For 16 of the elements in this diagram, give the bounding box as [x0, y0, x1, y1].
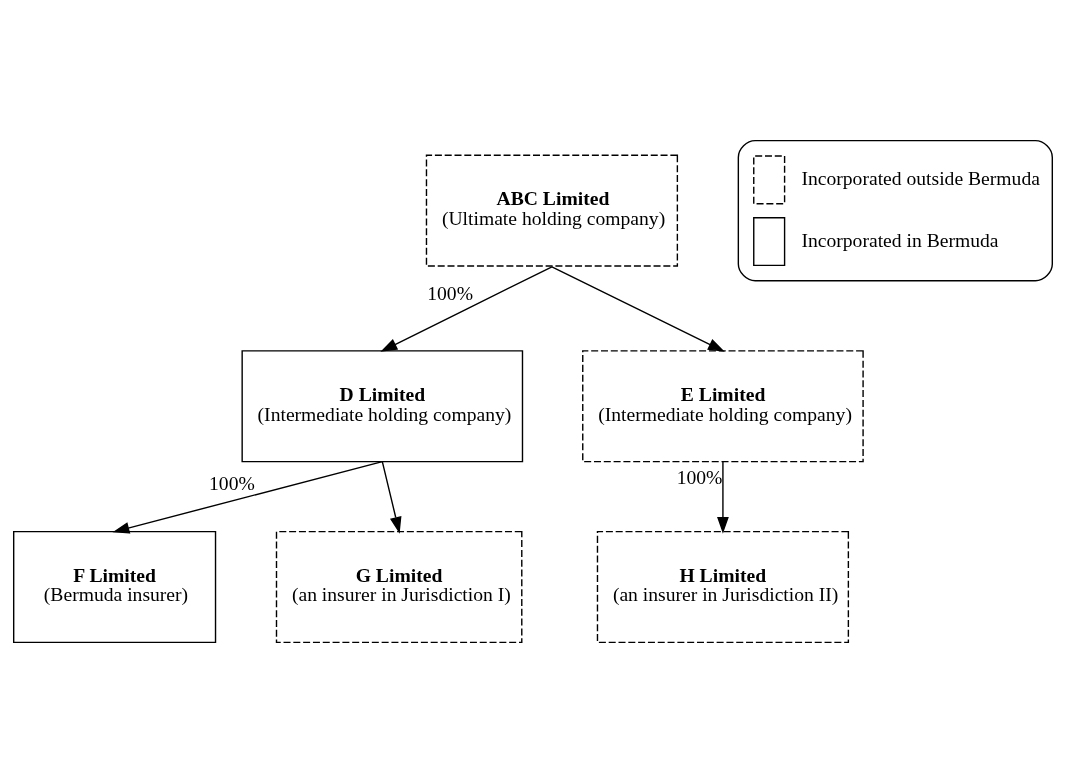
arrow: [551, 265, 725, 352]
node-box: G Limited (an insurer in Jurisdiction I): [275, 530, 523, 643]
node-box: E Limited (Intermediate holding company): [582, 349, 864, 462]
legend-label: Incorporated outside Bermuda: [801, 167, 1040, 189]
arrow: [380, 265, 553, 352]
node-box: ABC Limited (Ultimate holding company): [425, 154, 679, 267]
arrow: [381, 460, 402, 534]
edge-label: 100%: [427, 282, 473, 304]
node-box: H Limited (an insurer in Jurisdiction II): [596, 530, 850, 643]
arrow: [112, 460, 383, 534]
arrow: [717, 460, 729, 534]
edge-label: 100%: [209, 472, 255, 494]
legend-label: Incorporated in Bermuda: [801, 229, 999, 251]
node-box: D Limited (Intermediate holding company): [241, 349, 524, 462]
node-box: F Limited (Bermuda insurer): [13, 530, 217, 643]
edge-label: 100%: [676, 466, 723, 488]
